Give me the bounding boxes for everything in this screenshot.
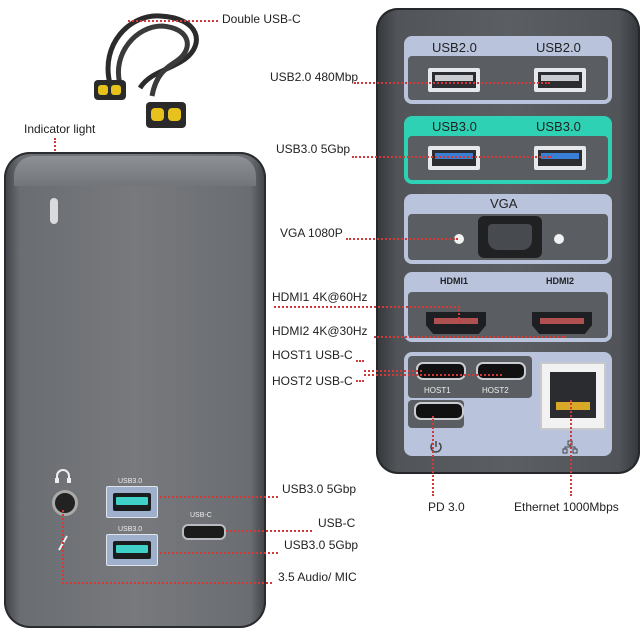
audio-callout-line-v [62,510,64,584]
usb3-right-title: USB3.0 [536,119,581,134]
usb-c-cable-icon [94,13,199,128]
cable-callout-line [128,20,218,22]
usb3-callout: USB3.0 5Gbp [276,142,351,156]
host1-callout-line [356,360,364,362]
host1-callout: HOST1 USB-C [272,348,353,362]
front-usbc-label: USB-C [190,512,212,519]
host2-label: HOST2 [482,386,509,395]
audio-callout-line-h [62,582,272,584]
vga-callout-line [346,238,458,240]
usb3-port-left [428,146,480,170]
hdmi2-callout: HDMI2 4K@30Hz [272,324,368,338]
pd-callout: PD 3.0 [428,500,465,514]
hdmi2-port [532,312,592,334]
hub-front-top [14,156,256,186]
vga-port [478,216,542,258]
vga-screw-right [554,234,564,244]
vga-callout: VGA 1080P [280,226,343,240]
cable-label: Double USB-C [222,12,301,26]
usb2-port-left [428,68,480,92]
front-audio-callout: 3.5 Audio/ MIC [278,570,357,584]
usb2-port-right [534,68,586,92]
front-usb3-bottom-label: USB3.0 [118,526,143,533]
pd-usbc-port [414,402,464,420]
indicator-light-label: Indicator light [24,122,96,136]
audio-jack [52,490,78,516]
vga-screw-left [454,234,464,244]
usbc-callout-line [226,530,312,532]
ethernet-callout-line [570,400,572,496]
hdmi1-callout-line [274,306,460,308]
usb3-top-callout-line [160,496,278,498]
host1-callout-line-2 [364,370,422,372]
ethernet-port [540,362,606,430]
indicator-light [50,198,58,224]
host2-callout: HOST2 USB-C [272,374,353,388]
usb3-callout-line [352,156,552,158]
usb3-bottom-callout-line [160,552,278,554]
front-usb3-top-label: USB3.0 [118,478,143,485]
vga-title: VGA [490,196,518,211]
usb3-port-right [534,146,586,170]
host2-usbc-port [476,362,526,380]
ethernet-callout: Ethernet 1000Mbps [514,500,619,514]
host2-callout-line-2 [364,374,502,376]
usb2-left-title: USB2.0 [432,40,477,55]
front-usb3-port-bottom [106,534,158,566]
usb3-left-title: USB3.0 [432,119,477,134]
host1-usbc-port [416,362,466,380]
front-usb3-top-callout: USB3.0 5Gbp [282,482,357,496]
hdmi1-callout: HDMI1 4K@60Hz [272,290,368,304]
hdmi1-port [426,312,486,334]
usb2-callout-line [354,82,550,84]
host2-callout-line [356,380,364,382]
hdmi1-callout-line-v [458,306,460,322]
host1-label: HOST1 [424,386,451,395]
usb2-callout: USB2.0 480Mbp [270,70,359,84]
headphone-icon [55,469,71,483]
front-usb3-bottom-callout: USB3.0 5Gbp [284,538,359,552]
front-usb3-port-top [106,486,158,518]
hdmi2-title: HDMI2 [546,276,575,286]
front-usbc-port [182,524,226,540]
hdmi1-title: HDMI1 [440,276,469,286]
pd-callout-line [432,416,434,496]
usb2-right-title: USB2.0 [536,40,581,55]
front-usbc-callout: USB-C [318,516,356,530]
hdmi2-callout-line [374,336,566,338]
power-icon [430,441,442,453]
